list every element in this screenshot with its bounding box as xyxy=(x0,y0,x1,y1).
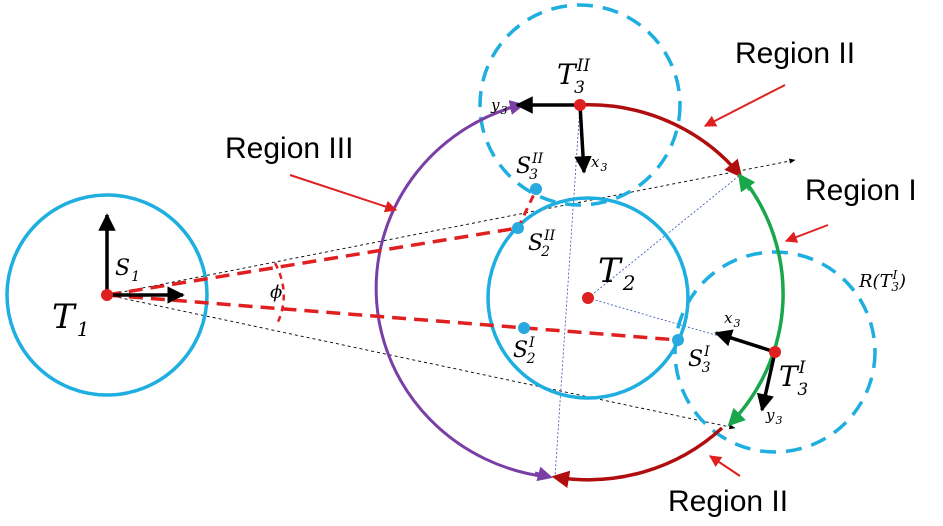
sightline-s2-ii xyxy=(106,226,519,297)
tangent-line-upper xyxy=(106,158,796,296)
t3-i-y3-axis xyxy=(756,351,777,412)
callout-arrow-region-ii-bottom xyxy=(709,455,741,477)
region-i-label: Region I xyxy=(805,174,917,207)
callout-arrow-region-i xyxy=(784,224,829,243)
angle-phi-label: ϕ xyxy=(270,282,282,303)
region-iii-arrow-bottom xyxy=(534,466,553,482)
s2-i-dot xyxy=(518,322,530,334)
y3-right-label: y3 xyxy=(765,406,782,427)
region-i-arc xyxy=(727,175,785,427)
s3-i-dot xyxy=(672,334,684,346)
region-ii-bottom-label: Region II xyxy=(668,485,788,518)
region-i-arrow-top xyxy=(737,173,756,193)
t2-dot xyxy=(582,292,594,304)
x3-right-label: x3 xyxy=(724,309,740,330)
t3-ii-range-circle xyxy=(478,3,682,207)
region-ii-arc-bottom xyxy=(551,426,724,488)
angle-phi-arc xyxy=(273,262,285,327)
t3-i-dot xyxy=(769,346,781,358)
s3-ii-dot xyxy=(530,183,542,195)
t3-i-range-circle xyxy=(673,250,877,454)
t3-ii-dot xyxy=(574,99,586,111)
region-iii-arc xyxy=(374,103,549,479)
sightline-s2-ii-extension xyxy=(516,189,538,229)
tangent-line-lower xyxy=(106,294,736,430)
x3-top-label: x3 xyxy=(591,153,607,174)
region-ii-top-label: Region II xyxy=(735,37,855,70)
t2-circle xyxy=(486,196,690,400)
sightline-s3-i xyxy=(106,293,679,342)
t3-i-x3-axis xyxy=(714,329,776,354)
callout-arrow-region-ii-top xyxy=(703,84,786,127)
guide-line-vertical xyxy=(554,104,581,478)
t3-ii-x3-axis xyxy=(574,104,592,174)
region-ii-arc-top xyxy=(579,103,743,178)
y3-top-label: y3 xyxy=(490,96,507,117)
s1-label: S1 xyxy=(115,256,140,285)
region-iii-label: Region III xyxy=(225,132,353,165)
t1-dot xyxy=(101,289,113,301)
s2-ii-dot xyxy=(512,222,524,234)
guide-line-diagonal-up xyxy=(587,174,741,299)
callout-arrow-region-iii xyxy=(289,174,398,213)
t1-circle xyxy=(5,193,209,397)
